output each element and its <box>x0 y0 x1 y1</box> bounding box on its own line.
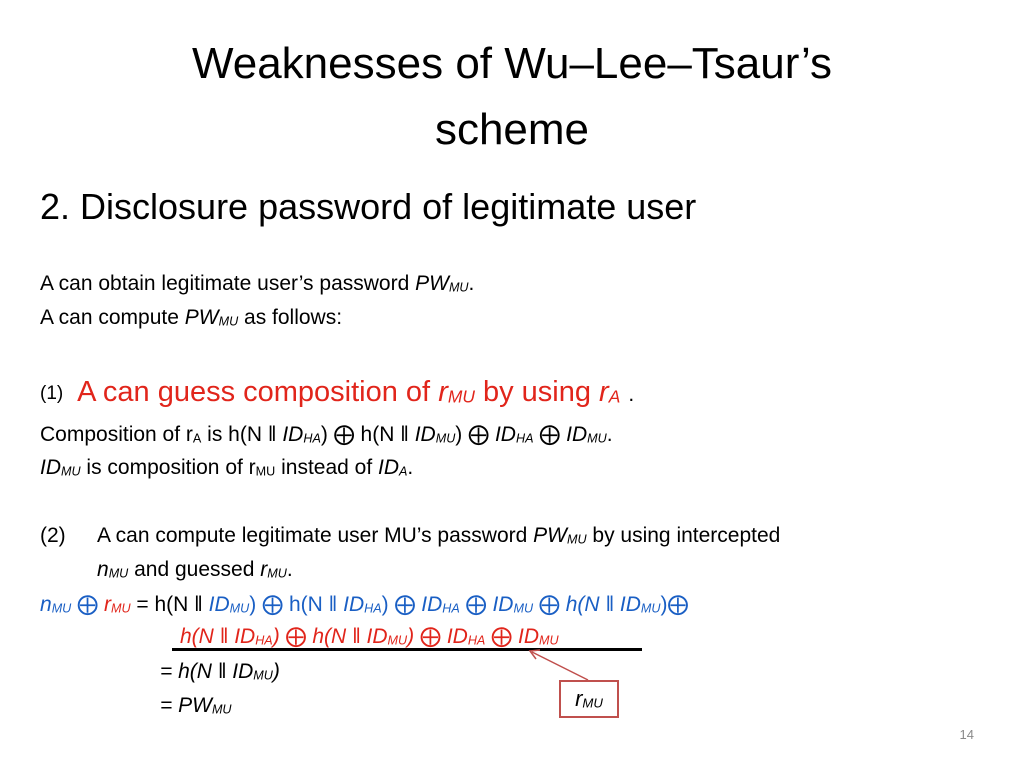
step2-number: (2) <box>40 524 66 547</box>
rmu-callout-box: rMU <box>559 680 619 718</box>
equation-result1: = h(N ‖ IDMU) <box>160 660 280 683</box>
equation-line1: nMU ⨁ rMU = h(N ‖ IDMU) ⨁ h(N ‖ IDHA) ⨁ … <box>40 593 689 616</box>
equation-result2: = PWMU <box>160 694 232 717</box>
equation-line2: h(N ‖ IDHA) ⨁ h(N ‖ IDMU) ⨁ IDHA ⨁ IDMU <box>180 625 559 648</box>
step2-line2: nMU and guessed rMU. <box>97 558 293 581</box>
equation-underline <box>172 648 642 651</box>
step1-heading: A can guess composition of rMU by using … <box>77 376 621 408</box>
slide-title-line2: scheme <box>434 105 590 154</box>
composition-line: Composition of rA is h(N ‖ IDHA) ⨁ h(N ‖… <box>40 423 613 446</box>
step1-line: (1) A can guess composition of rMU by us… <box>40 376 635 408</box>
obtain-password-line: A can obtain legitimate user’s password … <box>40 272 475 295</box>
section-heading: 2. Disclosure password of legitimate use… <box>40 186 697 227</box>
slide-title-line1: Weaknesses of Wu–Lee–Tsaur’s <box>192 39 832 88</box>
step2-line1: A can compute legitimate user MU’s passw… <box>97 524 781 547</box>
rmu-callout-label: rMU <box>575 686 603 711</box>
compute-password-line: A can compute PWMU as follows: <box>40 306 343 329</box>
step1-number: (1) <box>40 383 64 404</box>
page-number: 14 <box>959 727 974 742</box>
idmu-line: IDMU is composition of rMU instead of ID… <box>40 456 414 479</box>
